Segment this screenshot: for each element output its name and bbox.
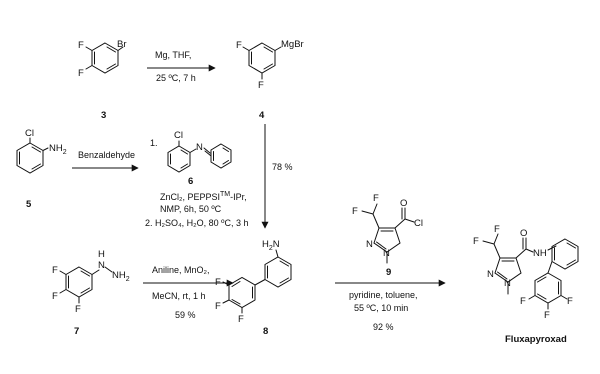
cond-6-8-step1-marker: 1.: [150, 138, 158, 148]
compound-4-atom-f2: F: [258, 80, 264, 91]
compound-3-atom-br: Br: [117, 39, 127, 50]
compound-7-atom-f2: F: [52, 291, 58, 302]
cond-6-8-line2: NMP, 6h, 50 ºC: [160, 204, 222, 214]
compound-9-atom-f1: F: [373, 193, 379, 204]
cond-7-8-line1: Aniline, MnO₂,: [152, 265, 210, 275]
compound-3: Br F F 3: [78, 39, 127, 121]
compound-5-atom-cl: Cl: [25, 128, 34, 139]
compound-9-atom-o: O: [400, 198, 407, 209]
compound-6: 1. Cl N 6: [150, 130, 232, 187]
compound-5-structure: [16, 137, 49, 174]
compound-9-label: 9: [386, 267, 391, 278]
fluxapyroxad-atom-n2: N: [504, 278, 511, 289]
compound-3-atom-f1: F: [78, 40, 84, 51]
cond-5-6-reagent: Benzaldehyde: [78, 150, 135, 160]
cond-6-8-line3: 2. H₂SO₄, H₂O, 80 ºC, 3 h: [145, 218, 248, 228]
fluxapyroxad-atom-f2: F: [473, 236, 479, 247]
cond-7-8-line2: MeCN, rt, 1 h: [152, 291, 206, 301]
compound-9-atom-n1: N: [366, 239, 373, 250]
fluxapyroxad-atom-f3: F: [520, 296, 526, 307]
compound-8: H2N F F F 8: [215, 239, 292, 337]
compound-3-label: 3: [101, 110, 106, 121]
compound-5-atom-nh2: NH2: [49, 143, 67, 156]
fluxapyroxad-atom-n1: N: [487, 269, 494, 280]
fluxapyroxad-label: Fluxapyroxad: [505, 334, 567, 345]
cond-8-p-line1: pyridine, toluene,: [349, 290, 418, 300]
fluxapyroxad-structure: [482, 233, 579, 310]
compound-6-label: 6: [188, 176, 193, 187]
cond-4-8-yield: 78 %: [272, 162, 293, 172]
compound-4: MgBr F F 4: [236, 39, 304, 121]
compound-8-atom-f2: F: [215, 301, 221, 312]
compound-4-atom-f1: F: [236, 40, 242, 51]
compound-8-atom-f1: F: [215, 277, 221, 288]
fluxapyroxad-atom-nh: NH: [533, 248, 547, 259]
compound-9: F F O Cl N N 9: [352, 193, 423, 278]
compound-5-label: 5: [26, 199, 32, 210]
fluxapyroxad-atom-f5: F: [567, 296, 573, 307]
cond-3-4-line1: Mg, THF,: [155, 50, 191, 60]
compound-6-atom-n: N: [196, 142, 203, 153]
compound-7-atom-nh-n: N: [98, 260, 105, 271]
compound-6-structure: [167, 140, 232, 173]
cond-3-4-line2: 25 ºC, 7 h: [156, 73, 196, 83]
fluxapyroxad-atom-f4: F: [544, 310, 550, 321]
compound-3-atom-f2: F: [78, 68, 84, 79]
compound-7-atom-f3: F: [75, 304, 81, 315]
compound-6-atom-cl: Cl: [174, 130, 183, 141]
cond-7-8-yield: 59 %: [175, 310, 196, 320]
fluxapyroxad-atom-o: O: [520, 228, 527, 239]
compound-5: Cl NH2 5: [16, 128, 67, 210]
compound-8-structure: [222, 249, 292, 314]
compound-7: H N NH2 F F F 7: [52, 249, 130, 337]
compound-3-structure: [85, 42, 124, 74]
compound-7-atom-nh2: NH2: [112, 270, 130, 283]
compound-9-atom-n2: N: [383, 248, 390, 259]
compound-8-label: 8: [263, 326, 268, 337]
cond-8-p-line2: 55 ºC, 10 min: [354, 303, 408, 313]
cond-8-p-yield: 92 %: [373, 322, 394, 332]
compound-8-atom-h2n: H2N: [262, 239, 280, 252]
cond-6-8-line1: ZnCl₂, PEPPSITM-IPr,: [160, 191, 247, 202]
compound-9-atom-cl: Cl: [414, 218, 423, 229]
compound-4-label: 4: [259, 110, 265, 121]
compound-9-atom-f2: F: [352, 206, 358, 217]
compound-9-structure: [361, 203, 415, 264]
compound-4-structure: [242, 42, 282, 80]
compound-4-atom-mgbr: MgBr: [281, 39, 304, 50]
compound-7-structure: [59, 266, 113, 304]
fluxapyroxad-atom-f1: F: [494, 224, 500, 235]
compound-7-atom-f1: F: [52, 265, 58, 276]
compound-7-label: 7: [74, 326, 79, 337]
compound-7-atom-nh-h: H: [98, 249, 105, 260]
compound-fluxapyroxad: F F O NH N N F F F Fluxapyroxad: [473, 224, 579, 345]
compound-8-atom-f3: F: [238, 314, 244, 325]
